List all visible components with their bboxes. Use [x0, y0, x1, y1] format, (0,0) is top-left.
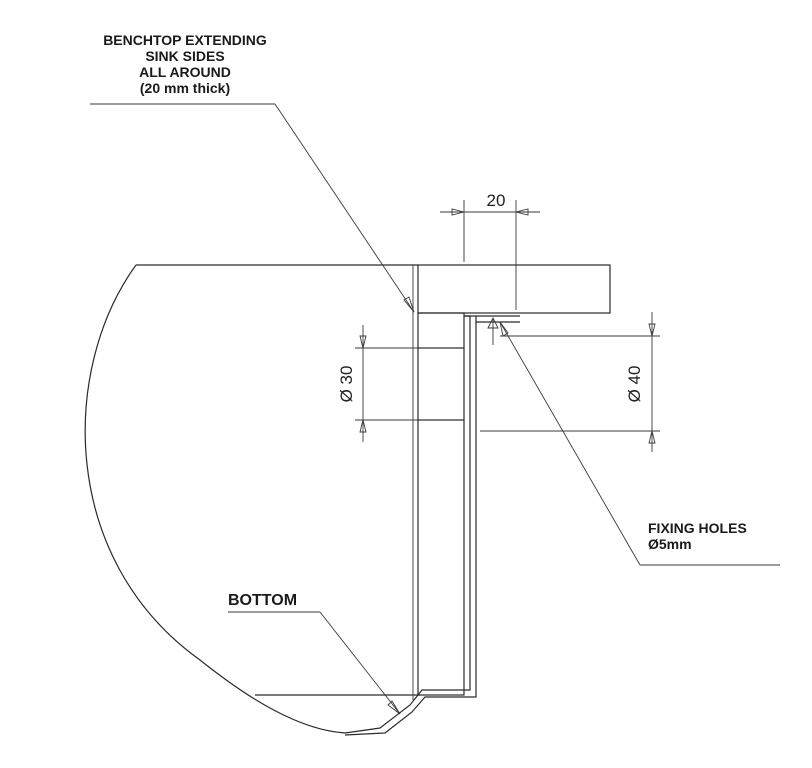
benchtop-note: BENCHTOP EXTENDING SINK SIDES ALL AROUND…: [80, 32, 290, 96]
dim-top-width: 20: [487, 191, 506, 210]
bottom-note: BOTTOM: [228, 593, 297, 609]
bowl-arc: [84, 264, 346, 734]
side-lower-section: [417, 419, 465, 696]
benchtop-note-line-2: SINK SIDES: [145, 48, 225, 64]
benchtop-section: [417, 264, 611, 314]
sink-sheet: [344, 315, 471, 734]
benchtop-note-line-1: BENCHTOP EXTENDING: [103, 32, 267, 48]
benchtop-note-line-4: (20 mm thick): [139, 80, 231, 96]
side-upper-section: [417, 312, 465, 349]
fixing-note-line-1: FIXING HOLES: [648, 520, 747, 536]
fixing-note-line-2: Ø5mm: [648, 536, 692, 552]
bottom-note-text: BOTTOM: [228, 592, 298, 609]
benchtop-note-line-3: ALL AROUND: [139, 64, 231, 80]
dim-hole-left: Ø 30: [337, 366, 356, 403]
fixing-holes-note: FIXING HOLES Ø5mm: [648, 520, 798, 552]
dim-hole-right: Ø 40: [625, 366, 644, 403]
